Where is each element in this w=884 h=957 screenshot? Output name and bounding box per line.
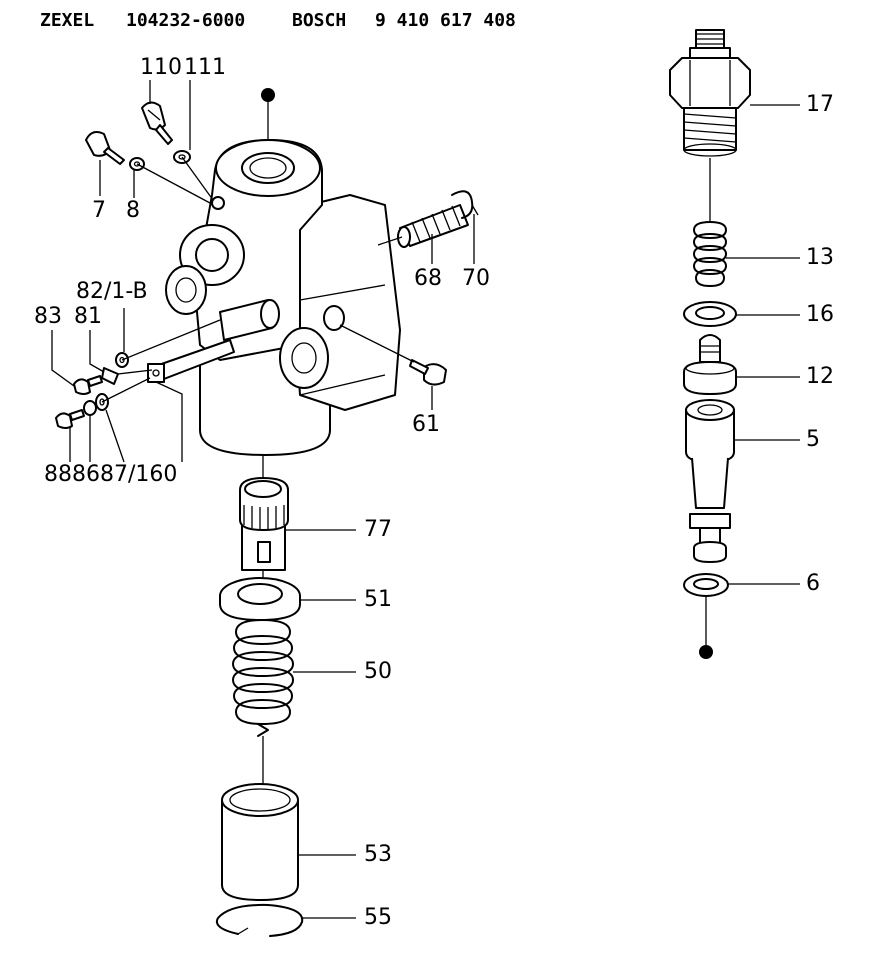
header-part-number-zexel: 104232-6000: [126, 10, 246, 31]
snap-ring-55: [216, 903, 304, 937]
pump-housing: [147, 88, 401, 456]
spring-68: [397, 204, 469, 248]
screw-61: [409, 359, 447, 386]
callout-88-86-87-160: 888687/160: [44, 462, 178, 487]
fitting-17: [669, 29, 751, 157]
callout-5: 5: [806, 427, 820, 452]
sleeve-53: [221, 783, 299, 901]
screw-83: [73, 375, 103, 395]
callout-83: 83: [34, 304, 62, 329]
header-brand-bosch: BOSCH: [292, 10, 347, 31]
spring-13: [693, 221, 727, 287]
callout-17: 17: [806, 92, 834, 117]
washer-16: [683, 301, 737, 327]
callout-70: 70: [462, 266, 490, 291]
gear-sleeve-77: [239, 477, 289, 571]
callout-110: 110: [140, 55, 182, 80]
header-brand-zexel: ZEXEL: [40, 10, 95, 31]
callout-6: 6: [806, 571, 820, 596]
leader-lines: [51, 80, 800, 919]
callout-55: 55: [364, 905, 392, 930]
valve-12: [683, 334, 737, 395]
screw-110: [141, 101, 173, 145]
callout-12: 12: [806, 364, 834, 389]
clip-70: [451, 190, 479, 219]
washer-6: [683, 573, 729, 597]
callout-61: 61: [412, 412, 440, 437]
callout-50: 50: [364, 659, 392, 684]
callout-77: 77: [364, 517, 392, 542]
callout-68: 68: [414, 266, 442, 291]
washer-51: [219, 577, 301, 621]
screw-7: [85, 131, 125, 165]
callout-53: 53: [364, 842, 392, 867]
callout-82-1-b: 82/1-B: [76, 279, 148, 304]
callout-7: 7: [92, 198, 106, 223]
barrel-5: [685, 399, 735, 563]
callout-81: 81: [74, 304, 102, 329]
screw-88: [55, 409, 85, 429]
callout-13: 13: [806, 245, 834, 270]
washer-81: [101, 367, 119, 385]
callout-8: 8: [126, 198, 140, 223]
callout-111: 111: [184, 55, 226, 80]
spring-50: [232, 619, 294, 737]
callout-51: 51: [364, 587, 392, 612]
header-part-number-bosch: 9 410 617 408: [375, 10, 516, 31]
callout-16: 16: [806, 302, 834, 327]
washer-86: [83, 400, 97, 416]
